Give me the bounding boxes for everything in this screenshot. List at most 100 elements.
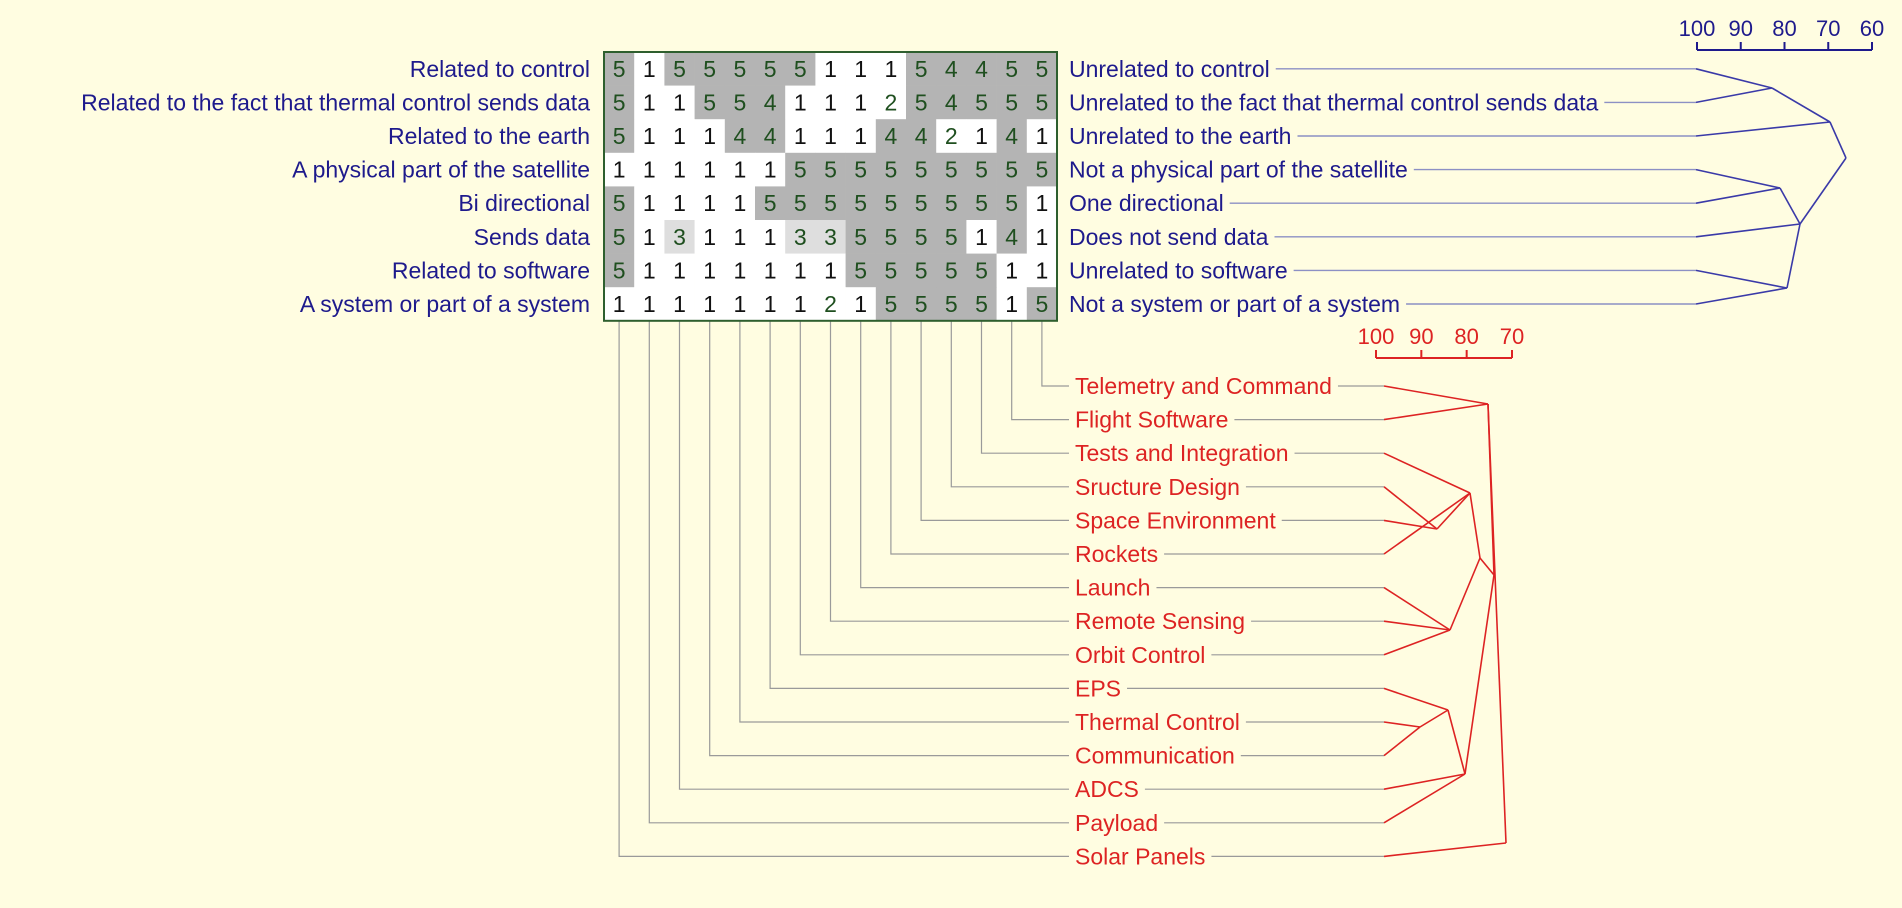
- element-label: Payload: [1075, 810, 1158, 836]
- grid-cell-value: 1: [764, 224, 777, 250]
- grid-cell: [996, 253, 1028, 288]
- grid-cell-value: 4: [945, 89, 958, 115]
- grid-cell: [875, 52, 907, 86]
- grid-cell-value: 1: [703, 190, 716, 216]
- grid-cell-value: 5: [915, 291, 928, 317]
- grid-cell-value: 1: [673, 123, 686, 149]
- grid-cell-value: 1: [673, 157, 686, 183]
- grid-cell: [996, 186, 1028, 221]
- grid-cell-value: 1: [734, 157, 747, 183]
- grid-cell-value: 5: [915, 190, 928, 216]
- grid-cell-value: 1: [673, 257, 686, 283]
- grid-cell-value: 5: [854, 257, 867, 283]
- grid-cell-value: 1: [824, 257, 837, 283]
- grid-cell-value: 1: [734, 224, 747, 250]
- grid-cell: [875, 119, 907, 154]
- dendrogram-branch: [1383, 492, 1471, 555]
- grid-cell-value: 5: [975, 291, 988, 317]
- grid-cell: [996, 152, 1028, 187]
- grid-cell: [996, 85, 1028, 120]
- element-label: Communication: [1075, 743, 1235, 769]
- dendrogram-branch: [1383, 726, 1421, 757]
- grid-cell-value: 4: [764, 89, 777, 115]
- grid-cell-value: 1: [703, 123, 716, 149]
- grid-cell-value: 5: [764, 190, 777, 216]
- grid-cell-value: 5: [945, 257, 958, 283]
- grid-cell: [936, 220, 967, 254]
- grid-cell-value: 5: [885, 257, 898, 283]
- dendrogram-branch: [1383, 452, 1471, 494]
- dendrogram-branch: [1829, 121, 1847, 159]
- construct-right-pole: Not a system or part of a system: [1069, 291, 1400, 317]
- scale-tick-label: 70: [1500, 324, 1524, 349]
- element-connector: [1041, 320, 1069, 387]
- dendrogram-branch: [1383, 620, 1451, 631]
- element-connectors: [618, 320, 1069, 858]
- grid-cell: [664, 119, 695, 154]
- grid-cell-value: 5: [1005, 56, 1018, 82]
- grid-cell-value: 5: [613, 257, 626, 283]
- grid-cell: [755, 52, 786, 86]
- element-connector: [890, 320, 1069, 555]
- grid-cell: [875, 287, 907, 322]
- grid-cell-value: 5: [613, 190, 626, 216]
- grid-cell-value: 5: [915, 56, 928, 82]
- grid-cell-value: 2: [885, 89, 898, 115]
- grid-cell: [966, 85, 997, 120]
- grid-cell-value: 5: [975, 157, 988, 183]
- grid-cell: [845, 287, 877, 322]
- grid-cell-value: 5: [945, 224, 958, 250]
- grid-cell-value: 1: [854, 291, 867, 317]
- grid-cell-value: 1: [734, 291, 747, 317]
- grid-cell: [724, 186, 756, 221]
- grid-cell-value: 5: [1005, 89, 1018, 115]
- construct-right-pole: Unrelated to control: [1069, 56, 1270, 82]
- grid-cell: [664, 220, 695, 254]
- dendrogram-branch: [1695, 168, 1781, 189]
- grid-cell: [845, 253, 877, 288]
- grid-cell: [906, 85, 937, 120]
- grid-cell-value: 5: [915, 89, 928, 115]
- grid-cell-value: 5: [915, 257, 928, 283]
- grid-cell-value: 5: [1005, 190, 1018, 216]
- grid-cell-value: 1: [824, 89, 837, 115]
- dendrogram-branch: [1695, 87, 1773, 104]
- dendrogram-branch: [1447, 709, 1466, 775]
- grid-cell-value: 5: [613, 224, 626, 250]
- grid-cell-value: 1: [703, 257, 716, 283]
- grid-cell-value: 1: [643, 257, 656, 283]
- grid-cell: [1026, 186, 1058, 221]
- grid-cell-value: 5: [1036, 291, 1049, 317]
- grid-cell-value: 1: [673, 291, 686, 317]
- grid-cell-value: 2: [945, 123, 958, 149]
- scale-tick-label: 80: [1772, 16, 1796, 41]
- grid-cell-value: 5: [703, 89, 716, 115]
- dendrogram-branch: [1383, 687, 1449, 711]
- grid-cell-value: 1: [643, 190, 656, 216]
- dendrogram-branch: [1464, 574, 1495, 775]
- grid-cell: [996, 52, 1028, 86]
- dendrogram-branch: [1799, 157, 1847, 225]
- grid-cell: [1026, 152, 1058, 187]
- element-label: Thermal Control: [1075, 709, 1240, 735]
- grid-cell: [996, 220, 1028, 254]
- grid-cell: [724, 119, 756, 154]
- element-connector: [829, 320, 1069, 622]
- dendrogram-branch: [1779, 187, 1801, 225]
- grid-cell-value: 1: [854, 56, 867, 82]
- grid-cell: [694, 287, 726, 322]
- grid-cell-value: 1: [1005, 291, 1018, 317]
- grid-cell: [694, 152, 726, 187]
- grid-cell-value: 1: [764, 257, 777, 283]
- grid-cell: [845, 85, 877, 120]
- grid-cell-value: 5: [945, 291, 958, 317]
- grid-cell: [936, 253, 967, 288]
- grid-cell-value: 5: [854, 224, 867, 250]
- dendrogram-branch: [1695, 68, 1773, 89]
- grid-cell-value: 5: [975, 257, 988, 283]
- grid-cell: [694, 220, 726, 254]
- grid-cell: [815, 253, 846, 288]
- grid-cell: [694, 52, 726, 86]
- element-connector: [648, 320, 1069, 824]
